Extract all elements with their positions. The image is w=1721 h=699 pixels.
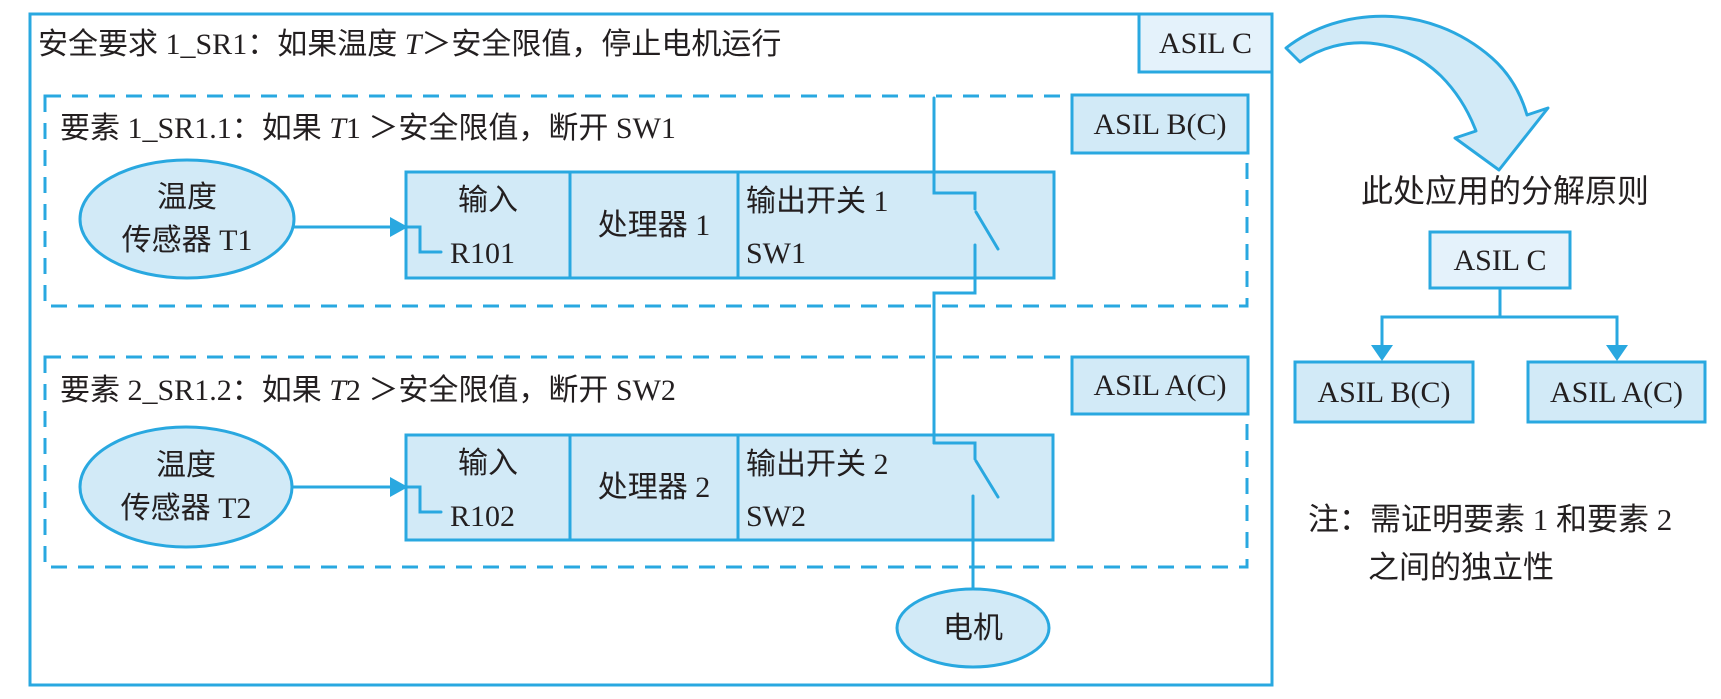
asil-c-badge: ASIL C <box>1158 26 1253 60</box>
switch1-blade-icon <box>974 210 1000 251</box>
input2-elbow-connector <box>405 485 443 514</box>
outer-requirement-box <box>28 12 1274 687</box>
element1-label-variable: T <box>329 112 346 145</box>
element2-dashed-box <box>43 355 1249 569</box>
note-line2: 之间的独立性 <box>1368 550 1554 585</box>
motor-label: 电机 <box>943 611 1003 645</box>
sensor1-arrowhead-icon <box>390 217 408 237</box>
sensor-t1-line1: 温度 <box>157 181 217 214</box>
note-line1: 注：需证明要素 1 和要素 2 <box>1308 502 1673 537</box>
element2-label: 要素 2_SR1.2：如果 T2 ＞安全限值，断开 SW2 <box>60 374 676 407</box>
channel2-input-ref: R102 <box>450 500 516 533</box>
tree-right-arrowhead-icon <box>1606 345 1628 361</box>
sensor-t1-ellipse <box>78 158 296 280</box>
element1-label-num: 1 <box>345 112 369 145</box>
decomposition-heading: 此处应用的分解原则 <box>1360 173 1649 210</box>
channel2-processor-label: 处理器 2 <box>597 471 711 504</box>
element1-label: 要素 1_SR1.1：如果 T1 ＞安全限值，断开 SW1 <box>60 112 676 145</box>
requirement-title-variable: T <box>404 28 422 61</box>
channel1-output-line2: SW1 <box>746 237 806 270</box>
asil-bc-badge-box <box>1070 93 1250 155</box>
requirement-title-pre: 安全要求 1_SR1：如果温度 <box>38 28 405 61</box>
channel1-input-ref: R101 <box>450 237 516 270</box>
input1-elbow-connector <box>405 225 443 254</box>
sensor-t1-line2: 传感器 T1 <box>121 224 253 257</box>
sensor2-arrowhead-icon <box>390 477 408 497</box>
channel1-output-line1: 输出开关 1 <box>746 185 889 218</box>
channel2-block <box>404 433 1055 542</box>
tree-root-box <box>1428 230 1572 290</box>
asil-ac-badge: ASIL A(C) <box>1093 369 1227 402</box>
sensor-t2-label: 温度 传感器 T2 <box>80 427 292 547</box>
channel2-input-title: 输入 <box>458 446 518 480</box>
asil-c-badge-box <box>1137 12 1274 74</box>
element2-label-variable: T <box>329 374 346 407</box>
switch1-upper-wire <box>932 96 977 211</box>
tree-left-label: ASIL B(C) <box>1317 375 1451 409</box>
tree-root-label: ASIL C <box>1453 243 1547 277</box>
requirement-title: 安全要求 1_SR1：如果温度 T＞安全限值，停止电机运行 <box>38 28 781 61</box>
sensor-t2-line1: 温度 <box>156 449 216 482</box>
tree-branch-bar <box>1380 315 1619 349</box>
switch1-lower-wire <box>932 243 977 445</box>
motor-ellipse <box>895 587 1051 669</box>
channel1-input-title: 输入 <box>458 183 518 217</box>
switch2-upper-wire <box>932 441 977 461</box>
element2-label-pre: 要素 2_SR1.2：如果 <box>60 374 330 407</box>
sensor-t1-label: 温度 传感器 T1 <box>80 160 294 278</box>
requirement-title-post: ＞安全限值，停止电机运行 <box>421 28 782 61</box>
element1-dashed-box <box>43 94 1249 308</box>
switch2-blade-icon <box>974 459 1000 499</box>
tree-left-arrowhead-icon <box>1371 345 1393 361</box>
tree-left-box <box>1293 360 1475 424</box>
channel1-block <box>404 170 1056 280</box>
channel2-output-line1: 输出开关 2 <box>746 448 889 481</box>
tree-right-label: ASIL A(C) <box>1549 375 1684 409</box>
element2-label-post: ＞安全限值，断开 SW2 <box>368 374 676 407</box>
curved-annotation-arrow-icon <box>1284 14 1550 172</box>
sensor-t2-line2: 传感器 T2 <box>120 492 252 525</box>
element1-label-pre: 要素 1_SR1.1：如果 <box>60 112 330 145</box>
asil-ac-badge-box <box>1070 355 1250 416</box>
channel2-output-line2: SW2 <box>746 500 806 533</box>
element1-label-post: ＞安全限值，断开 SW1 <box>368 112 676 145</box>
asil-bc-badge: ASIL B(C) <box>1093 107 1227 141</box>
channel1-processor-label: 处理器 1 <box>597 208 711 242</box>
tree-right-box <box>1526 360 1707 424</box>
element2-label-num: 2 <box>345 374 369 407</box>
